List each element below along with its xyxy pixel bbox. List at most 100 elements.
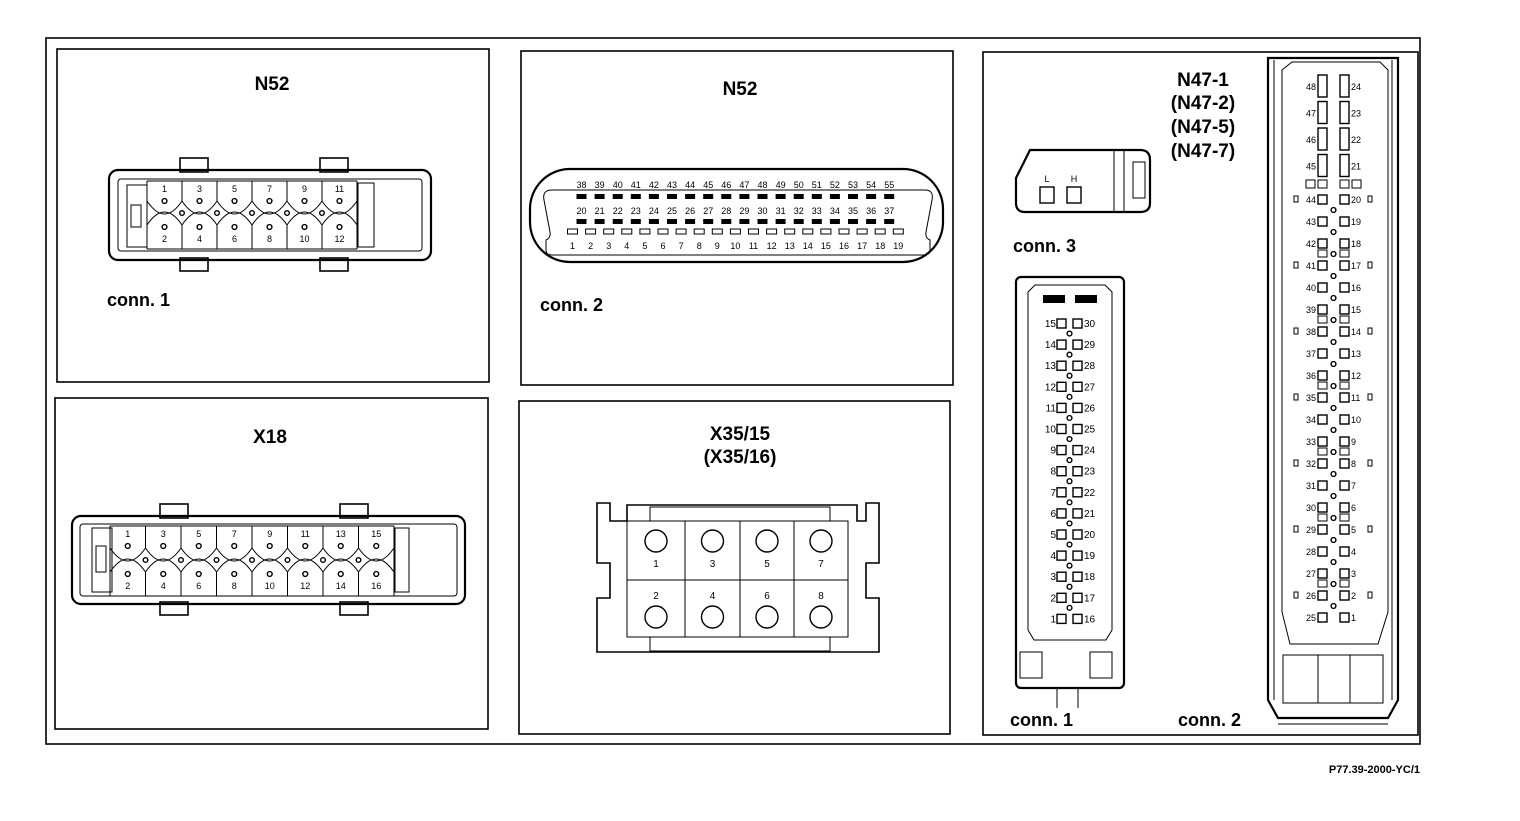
- pin-socket: [848, 219, 858, 224]
- pin-label: 42: [649, 180, 659, 190]
- pin-label: 55: [884, 180, 894, 190]
- pin-socket: [1317, 216, 1328, 227]
- pin-label: 14: [336, 581, 346, 591]
- housing-foot: [1089, 651, 1113, 679]
- pin-socket: [1317, 238, 1328, 249]
- pin-label: 37: [884, 206, 894, 216]
- pin-label: 17: [857, 241, 867, 251]
- pin-contact: [160, 542, 167, 550]
- connector-housing: [596, 502, 880, 653]
- pin-label: 40: [1306, 283, 1316, 293]
- pin-socket: [1339, 612, 1350, 623]
- pin-cavity-edge: [109, 558, 146, 573]
- pin-socket: [1317, 179, 1328, 189]
- pin-label: 24: [1084, 446, 1096, 457]
- connector-caption: conn. 2: [540, 295, 603, 315]
- pin-cavity-edge: [251, 200, 288, 215]
- pin-label: 23: [631, 206, 641, 216]
- pin-label: 44: [1306, 195, 1316, 205]
- pin-label: 8: [818, 591, 824, 602]
- pin-label: 11: [335, 184, 344, 194]
- pin-cavity-edge: [216, 547, 253, 562]
- pin-label: 48: [757, 180, 767, 190]
- pin-socket: [1072, 571, 1083, 582]
- pin-socket: [1072, 508, 1083, 519]
- pin-socket: [829, 194, 840, 199]
- panel-title: N52: [255, 74, 290, 95]
- coding-notch: [1293, 525, 1299, 533]
- pin-socket: [630, 194, 641, 199]
- pin-contact: [231, 570, 238, 578]
- pin-cavity-edge: [251, 211, 288, 226]
- pin-cavity-edge: [109, 547, 146, 562]
- pin-socket: [648, 194, 659, 199]
- pin-label: 12: [300, 581, 310, 591]
- pin-label: 8: [1050, 467, 1056, 478]
- pin-label: 16: [839, 241, 849, 251]
- pin-label: 34: [1306, 415, 1316, 425]
- pin-socket: [1339, 282, 1350, 293]
- pin-socket-top: [1043, 295, 1065, 303]
- pin-socket: [1339, 348, 1350, 359]
- pin-cavity-edge: [321, 211, 358, 226]
- pin-label: 1: [1351, 613, 1356, 623]
- pin-label: 40: [613, 180, 623, 190]
- pin-cavity-edge: [146, 211, 183, 226]
- pin-label: 9: [302, 184, 307, 194]
- pin-label: 15: [1351, 305, 1361, 315]
- pin-dot: [1066, 330, 1073, 337]
- coding-notch: [1293, 459, 1299, 467]
- coding-notch: [1367, 261, 1373, 269]
- pin-label: 36: [866, 206, 876, 216]
- pin-socket: [1056, 381, 1067, 392]
- pin-label: 17: [1351, 261, 1361, 271]
- pin-socket: [1305, 179, 1316, 189]
- pin-dot: [1066, 562, 1073, 569]
- pin-dot: [1330, 426, 1337, 434]
- pin-label-h: H: [1071, 174, 1078, 184]
- pin-label: 22: [1351, 135, 1361, 145]
- pin-label: 5: [232, 184, 237, 194]
- pin-label: 1: [570, 241, 575, 251]
- pin-label: 5: [1050, 530, 1056, 541]
- pin-cavity-edge: [145, 558, 182, 573]
- pin-socket: [1056, 318, 1067, 329]
- pin-label: 13: [785, 241, 795, 251]
- pin-contact: [337, 542, 344, 550]
- pin-contact: [809, 529, 833, 553]
- pin-label: 32: [794, 206, 804, 216]
- connector-caption: conn. 2: [1178, 710, 1241, 730]
- pin-dot: [1330, 514, 1337, 522]
- coding-notch: [1367, 393, 1373, 401]
- pin-contact: [266, 197, 273, 205]
- pin-dot: [1066, 393, 1073, 400]
- pin-label: 3: [606, 241, 611, 251]
- pin-dot: [178, 209, 185, 216]
- pin-cavity-edge: [287, 547, 324, 562]
- pin-dot: [1330, 382, 1337, 390]
- pin-label: 21: [595, 206, 605, 216]
- pin-label: 51: [812, 180, 822, 190]
- pin-label: 2: [1050, 593, 1056, 604]
- pin-contact: [755, 605, 779, 629]
- pin-label: 17: [1084, 593, 1096, 604]
- pin-socket: [1339, 524, 1350, 535]
- pin-label: 42: [1306, 239, 1316, 249]
- pin-socket: [1317, 260, 1328, 271]
- pin-label: 24: [649, 206, 659, 216]
- pin-label: 25: [1306, 613, 1316, 623]
- pin-socket: [811, 194, 822, 199]
- pin-label: 45: [703, 180, 713, 190]
- connector-latch-tab: [319, 157, 349, 173]
- connector-end-block: [394, 527, 410, 593]
- pin-label: 4: [161, 581, 166, 591]
- pin-dot: [1066, 499, 1073, 506]
- connector-housing: [107, 168, 433, 262]
- pin-label: 28: [721, 206, 731, 216]
- pin-socket: [1056, 444, 1067, 456]
- pin-dot: [1066, 457, 1073, 464]
- pin-label: 7: [1351, 481, 1356, 491]
- pin-dot: [1330, 316, 1337, 324]
